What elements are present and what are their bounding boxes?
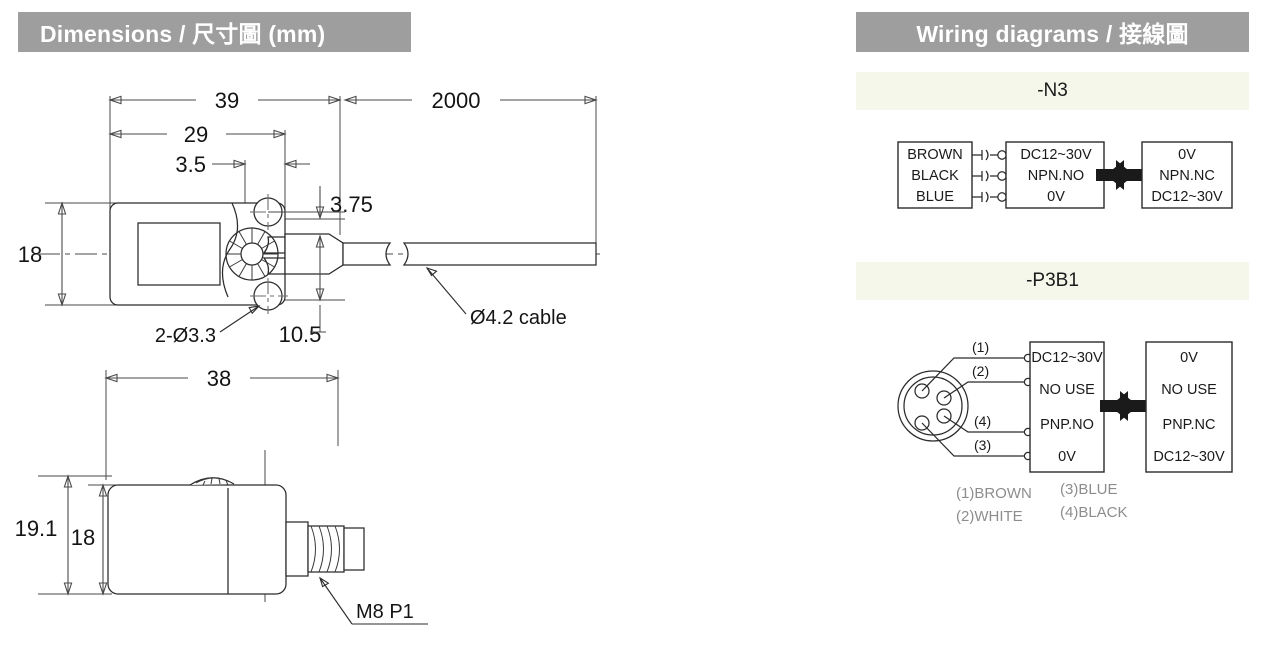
note-label-holes: 2-Ø3.3: [155, 325, 216, 347]
note-cable-diameter: Ø4.2 cable: [425, 266, 567, 329]
rotary-adjuster: [225, 227, 279, 281]
p3b1-pin-label-0: (1): [972, 339, 989, 355]
p3b1-nc-row-2: PNP.NC: [1163, 417, 1216, 433]
cable-stub-left: [342, 242, 392, 266]
p3b1-pin-label-2: (4): [974, 413, 991, 429]
dimension-hole-pitch: 3.75: [285, 186, 373, 220]
p3b1-nc-row-1: NO USE: [1161, 382, 1217, 398]
dimension-overall-length: 39: [108, 88, 342, 113]
n3-no-box: [1005, 141, 1105, 209]
p3b1-no-row-3: 0V: [1058, 449, 1076, 465]
wiring-n3-id: -N3: [1037, 80, 1068, 101]
dimension-body-depth: 38: [104, 366, 340, 391]
p3b1-legend-4: (4)BLACK: [1060, 504, 1128, 521]
n3-wire-color-box: [897, 141, 973, 209]
p3b1-legend-2: (2)WHITE: [956, 508, 1023, 525]
wiring-n3-diagram: BROWN BLACK BLUE DC12~30V NPN.N: [856, 118, 1256, 238]
dim-label-38: 38: [207, 366, 231, 391]
dim-label-2000: 2000: [432, 88, 481, 113]
mounting-hole-lower: [250, 278, 288, 314]
p3b1-legend-3: (3)BLUE: [1060, 481, 1118, 498]
dim-label-10-5: 10.5: [279, 322, 322, 347]
dimension-body-length: 29: [108, 122, 287, 147]
dim-label-18-side: 18: [71, 525, 95, 550]
dimension-overall-height: 19.1: [15, 474, 112, 596]
n3-nc-row-0: 0V: [1178, 147, 1196, 163]
n3-wire-row-1: BLACK: [911, 168, 959, 184]
dimensions-section-title: Dimensions / 尺寸圖 (mm): [40, 21, 326, 47]
m8-connector-pinout-icon: [897, 370, 969, 442]
p3b1-no-row-1: NO USE: [1039, 382, 1095, 398]
wiring-section-header: Wiring diagrams / 接線圖: [856, 12, 1249, 52]
display-window: [137, 222, 221, 286]
p3b1-nc-row-3: DC12~30V: [1153, 449, 1225, 465]
dim-label-3-5: 3.5: [175, 152, 206, 177]
wiring-n3-sub-header: -N3: [856, 72, 1249, 110]
wiring-p3b1-sub-header: -P3B1: [856, 262, 1249, 300]
n3-wire-links: [972, 149, 1007, 203]
cable-run-right: [402, 242, 597, 266]
n3-double-arrow-icon: [1096, 160, 1144, 190]
dim-label-39: 39: [215, 88, 239, 113]
p3b1-no-box: [1029, 341, 1105, 473]
wiring-p3b1-id: -P3B1: [1026, 270, 1079, 291]
dim-label-19-1: 19.1: [15, 516, 58, 541]
m8-connector: [285, 521, 365, 577]
n3-no-row-2: 0V: [1047, 189, 1065, 205]
top-adjuster-bump: [189, 477, 235, 486]
dim-label-3-75: 3.75: [330, 192, 373, 217]
p3b1-nc-box: [1145, 341, 1233, 473]
p3b1-nc-row-0: 0V: [1180, 350, 1198, 366]
n3-no-row-0: DC12~30V: [1020, 147, 1092, 163]
note-mounting-holes: 2-Ø3.3: [155, 305, 261, 347]
dimension-cable-gland: 10.5: [279, 234, 345, 347]
p3b1-pin-label-1: (2): [972, 363, 989, 379]
dimensions-section-header: Dimensions / 尺寸圖 (mm): [18, 12, 411, 52]
p3b1-no-row-2: PNP.NO: [1040, 417, 1094, 433]
wiring-section-title: Wiring diagrams / 接線圖: [916, 21, 1189, 47]
dimension-hole-offset: 3.5: [175, 152, 310, 177]
body-waist-contour: [221, 202, 239, 298]
p3b1-double-arrow-icon: [1100, 391, 1148, 421]
n3-nc-row-2: DC12~30V: [1151, 189, 1223, 205]
top-view-drawing: 39 29 3.5 3.75: [18, 88, 600, 347]
dim-label-29: 29: [184, 122, 208, 147]
note-m8-thread: M8 P1: [319, 576, 428, 625]
p3b1-legend-1: (1)BROWN: [956, 485, 1032, 502]
side-body-outline: [107, 484, 287, 595]
dimensions-drawing-panel: 39 29 3.5 3.75: [0, 60, 660, 625]
n3-nc-row-1: NPN.NC: [1159, 168, 1215, 184]
wiring-p3b1-diagram: (1) (2) (4) (3) DC12~30V NO USE PNP.NO 0…: [856, 308, 1256, 533]
cable-gland: [284, 233, 344, 275]
p3b1-pin-label-3: (3): [974, 437, 991, 453]
dimension-cable-length: 2000: [343, 88, 598, 113]
n3-wire-row-2: BLUE: [916, 189, 954, 205]
p3b1-no-row-0: DC12~30V: [1031, 350, 1103, 366]
n3-no-row-1: NPN.NO: [1028, 168, 1084, 184]
side-view-drawing: 38 19.1 18: [15, 366, 428, 625]
n3-wire-row-0: BROWN: [907, 147, 963, 163]
note-label-m8: M8 P1: [356, 601, 414, 623]
note-label-cable: Ø4.2 cable: [470, 307, 567, 329]
n3-nc-box: [1141, 141, 1233, 209]
